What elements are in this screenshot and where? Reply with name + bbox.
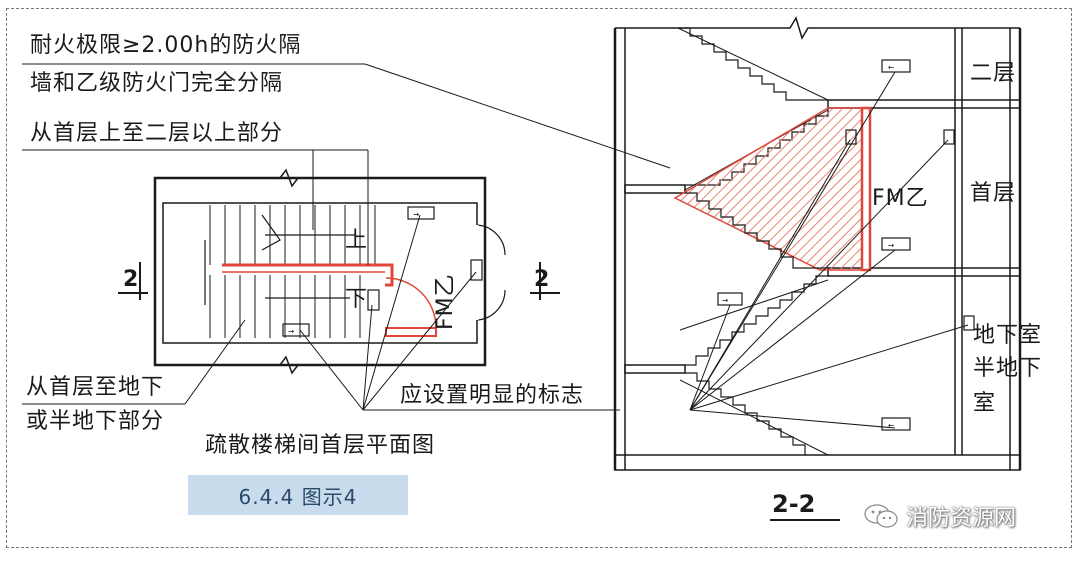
section-mark-left: 2 xyxy=(123,267,138,292)
label-basement-line3: 室 xyxy=(973,391,996,416)
floor-plan: → → xyxy=(118,168,560,375)
plan-exit-sign-bottom xyxy=(282,323,310,337)
label-down: 下 xyxy=(345,287,368,312)
svg-text:→: → xyxy=(288,326,294,337)
label-lower-part-line1: 从首层至地下 xyxy=(26,375,164,400)
figure-badge: 6.4.4 图示4 xyxy=(188,475,408,515)
slab-floor-1 xyxy=(827,267,1021,277)
label-basement-line1: 地下室 xyxy=(973,323,1042,348)
section-exit-sign-basement xyxy=(881,417,911,431)
svg-text:←: ← xyxy=(888,420,894,431)
wechat-icon xyxy=(864,503,898,529)
plan-exit-sign-top xyxy=(407,206,435,220)
break-mark-top xyxy=(279,168,299,188)
leader-lines xyxy=(22,63,969,429)
plan-exit-sign-stair xyxy=(367,289,380,311)
section-mark-right: 2 xyxy=(534,267,549,292)
label-fire-wall-line2: 墙和乙级防火门完全分隔 xyxy=(30,71,283,96)
svg-text:←: ← xyxy=(888,62,894,73)
section-exit-sign-1f xyxy=(881,237,911,251)
svg-text:→: → xyxy=(413,209,419,220)
section-exit-sign-2f xyxy=(881,59,911,73)
section-2-2: ← → → ← xyxy=(613,16,1022,521)
svg-text:→: → xyxy=(888,240,894,251)
label-door-plan: FM乙 xyxy=(433,273,458,330)
svg-text:→: → xyxy=(722,295,728,306)
label-floor-2: 二层 xyxy=(970,61,1016,86)
plan-outer-wall xyxy=(153,176,487,367)
dashed-frame xyxy=(6,8,1072,548)
plan-fire-wall xyxy=(222,263,394,287)
label-sign-note: 应设置明显的标志 xyxy=(400,383,584,408)
plan-exit-sign-door xyxy=(470,259,483,281)
break-mark-bottom xyxy=(279,355,299,375)
label-upper-part: 从首层上至二层以上部分 xyxy=(30,121,283,146)
label-up: 上 xyxy=(345,228,368,253)
slab-basement xyxy=(614,454,1021,471)
section-door-fm xyxy=(860,106,872,272)
section-title: 2-2 xyxy=(772,490,815,518)
watermark-text: 消防资源网 xyxy=(906,506,1017,531)
label-lower-part-line2: 或半地下部分 xyxy=(26,409,164,434)
slab-floor-2 xyxy=(827,99,1021,109)
label-plan-title: 疏散楼梯间首层平面图 xyxy=(205,433,435,458)
label-fire-wall-line1: 耐火极限≥2.00h的防火隔 xyxy=(30,33,301,58)
stair-treads-lower xyxy=(209,275,361,338)
fire-compartment-hatch xyxy=(673,107,867,271)
label-basement-line2: 半地下 xyxy=(973,356,1042,381)
watermark: 消防资源网 xyxy=(864,500,1016,532)
label-door-section: FM乙 xyxy=(872,186,929,211)
label-floor-1: 首层 xyxy=(970,181,1016,206)
plan-door-fm xyxy=(385,327,437,337)
